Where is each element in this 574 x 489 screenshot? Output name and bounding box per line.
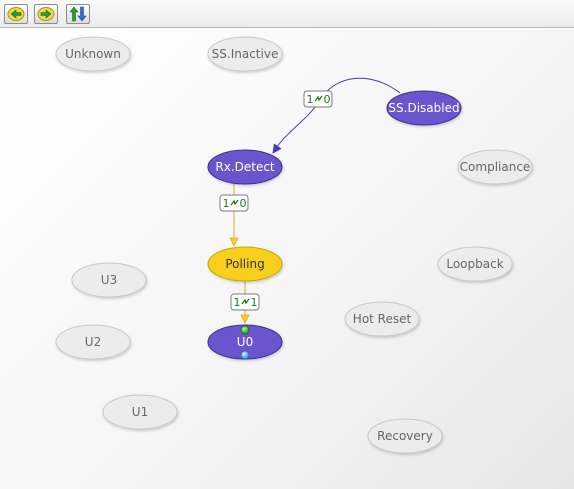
- blue-indicator-icon: [240, 350, 250, 360]
- green-indicator-icon: [240, 325, 250, 335]
- up-down-arrows-icon: [69, 6, 87, 22]
- state-hot-reset[interactable]: Hot Reset: [344, 301, 420, 337]
- state-label: Unknown: [65, 47, 121, 61]
- state-node: [457, 149, 533, 185]
- transition-symbol-icon: [241, 298, 250, 305]
- state-label: SS.Inactive: [212, 47, 279, 61]
- transition-line: [272, 77, 401, 154]
- state-label: Rx.Detect: [215, 160, 275, 174]
- state-u0[interactable]: U0: [207, 324, 283, 360]
- state-node: [207, 36, 283, 72]
- state-node: [55, 324, 131, 360]
- state-node: [437, 246, 513, 282]
- transition-symbol-icon: [314, 95, 323, 102]
- arrowhead-icon: [229, 237, 239, 247]
- state-node: [102, 394, 178, 430]
- transitions: [229, 77, 401, 324]
- state-label: SS.Disabled: [388, 101, 459, 115]
- state-node: [386, 90, 462, 126]
- state-label: Compliance: [460, 160, 531, 174]
- state-node: [367, 418, 443, 454]
- sort-button[interactable]: [66, 4, 90, 24]
- arrowhead-icon: [272, 143, 282, 154]
- state-ss-disabled[interactable]: SS.Disabled: [386, 90, 462, 126]
- transition-symbol-icon: [230, 199, 239, 206]
- state-label: Hot Reset: [353, 312, 412, 326]
- forward-button[interactable]: [34, 4, 58, 24]
- state-polling[interactable]: Polling: [207, 246, 283, 282]
- state-unknown[interactable]: Unknown: [55, 36, 131, 72]
- transition-ss-disabled-to-rx-detect: [272, 77, 401, 154]
- u0-indicators: [240, 325, 250, 360]
- state-label: U2: [85, 335, 101, 349]
- state-recovery[interactable]: Recovery: [367, 418, 443, 454]
- state-label: Polling: [225, 257, 264, 271]
- state-compliance[interactable]: Compliance: [457, 149, 533, 185]
- state-rx-detect[interactable]: Rx.Detect: [207, 149, 283, 185]
- arrow-left-icon: [7, 7, 25, 21]
- toolbar: [0, 0, 574, 28]
- transition-rx-detect-to-polling: [229, 184, 239, 247]
- transition-label-left: 1: [234, 296, 241, 309]
- transition-label-right: 0: [240, 197, 247, 210]
- state-label: Recovery: [377, 429, 433, 443]
- state-label: U1: [132, 405, 148, 419]
- state-node: [207, 246, 283, 282]
- state-node: [207, 149, 283, 185]
- arrow-right-icon: [37, 7, 55, 21]
- state-loopback[interactable]: Loopback: [437, 246, 513, 282]
- state-u2[interactable]: U2: [55, 324, 131, 360]
- transition-label-left: 1: [307, 93, 314, 106]
- state-ss-inactive[interactable]: SS.Inactive: [207, 36, 283, 72]
- state-u1[interactable]: U1: [102, 394, 178, 430]
- transition-label-right: 1: [251, 296, 258, 309]
- state-u3[interactable]: U3: [71, 262, 147, 298]
- state-node: [55, 36, 131, 72]
- state-label: U0: [237, 335, 253, 349]
- transition-label-right: 0: [324, 93, 331, 106]
- transition-label-left: 1: [223, 197, 230, 210]
- state-node: [344, 301, 420, 337]
- back-button[interactable]: [4, 4, 28, 24]
- state-label: U3: [101, 273, 117, 287]
- arrowhead-icon: [240, 314, 250, 324]
- state-label: Loopback: [446, 257, 503, 271]
- state-node: [71, 262, 147, 298]
